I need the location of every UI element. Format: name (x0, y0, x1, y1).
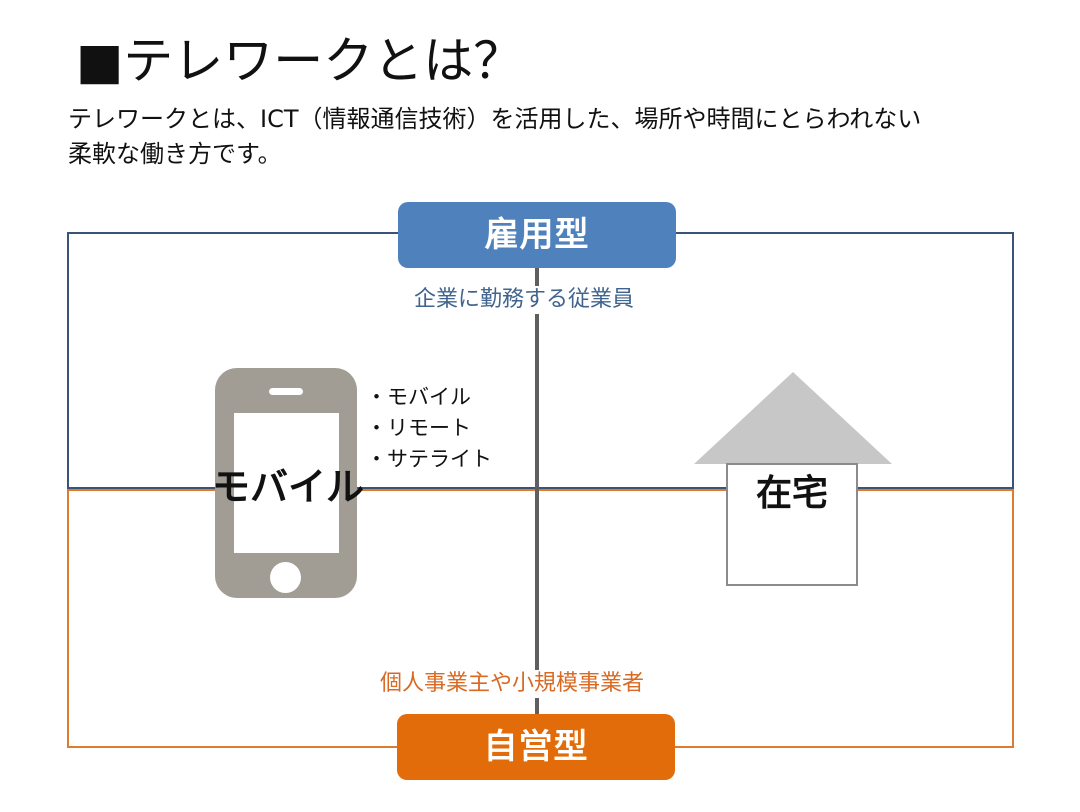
house-roof (694, 372, 892, 464)
phone-home-button (270, 562, 301, 593)
home-label: 在宅 (755, 473, 828, 514)
employed-badge: 雇用型 (398, 202, 676, 268)
house-body (726, 463, 858, 586)
self-employed-badge: 自営型 (397, 714, 675, 780)
intro-text: テレワークとは、ICT（情報通信技術）を活用した、場所や時間にとらわれない 柔軟… (68, 102, 1028, 172)
page-title: ■テレワークとは？ (76, 32, 524, 90)
house-icon (694, 372, 892, 586)
intro-line-2: 柔軟な働き方です。 (68, 140, 282, 168)
employed-description: 企業に勤務する従業員 (410, 286, 639, 314)
mobile-label: モバイル (212, 465, 365, 509)
self-employed-description: 個人事業主や小規模事業者 (376, 670, 649, 698)
mobile-work-type-satellite: ・サテライト (366, 447, 492, 471)
phone-speaker (269, 388, 303, 395)
phone-screen (234, 413, 339, 553)
intro-line-1: テレワークとは、ICT（情報通信技術）を活用した、場所や時間にとらわれない (68, 105, 922, 133)
center-divider (535, 266, 539, 715)
smartphone-icon (215, 368, 357, 598)
mobile-work-type-mobile: ・モバイル (366, 385, 471, 409)
mobile-work-types: ・モバイル ・リモート ・サテライト (366, 382, 492, 475)
mobile-work-type-remote: ・リモート (366, 416, 471, 440)
